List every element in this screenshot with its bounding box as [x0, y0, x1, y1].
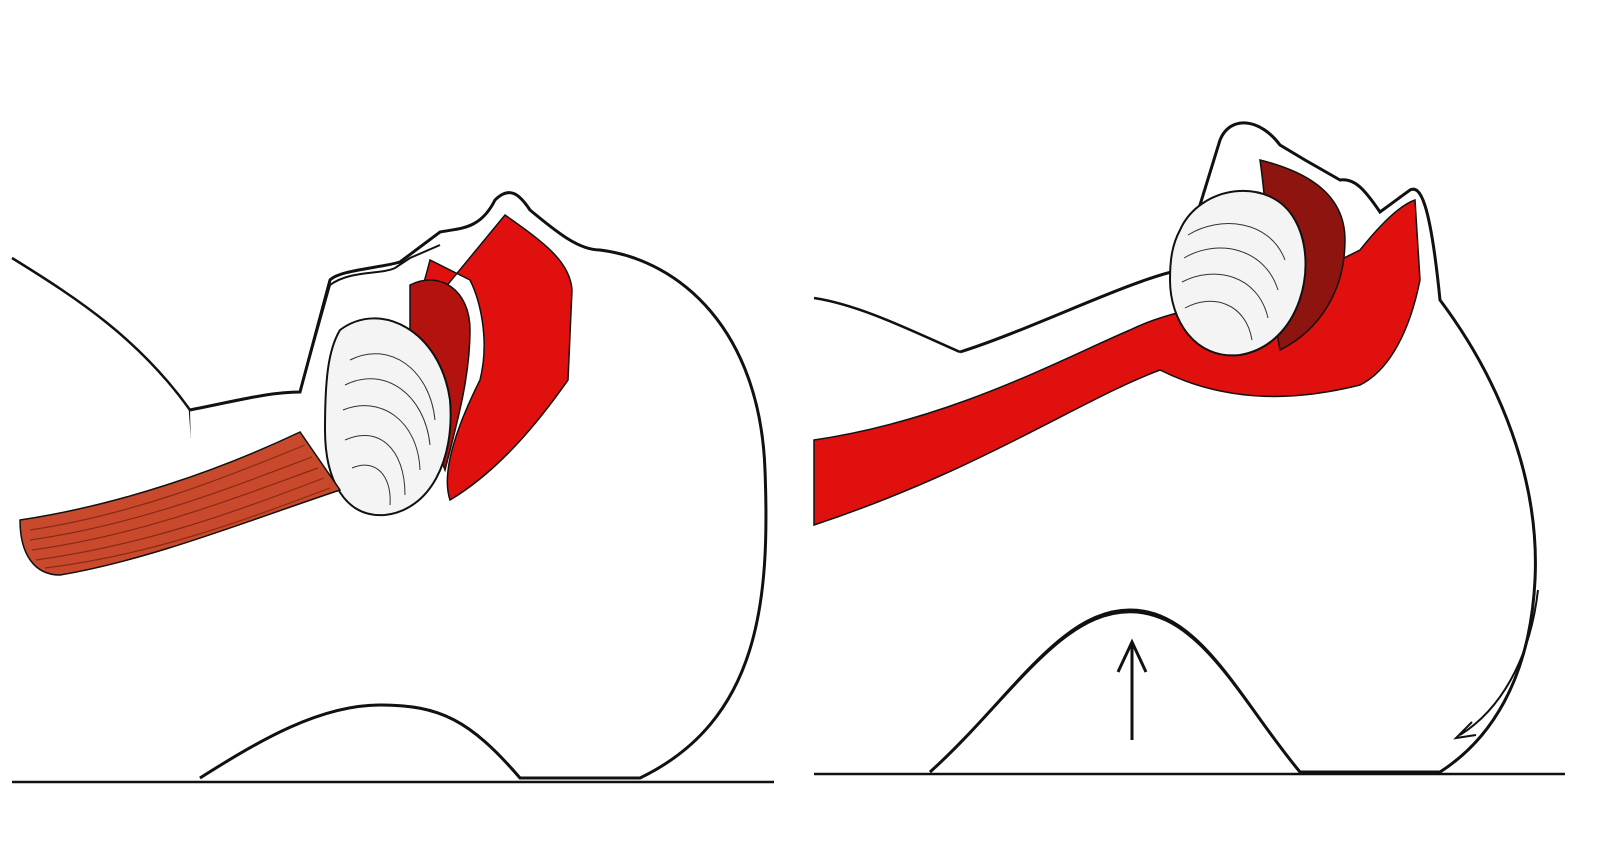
right-panel-supported-position — [800, 0, 1598, 864]
shoulder-outline — [12, 258, 192, 438]
shoulder-outline — [814, 298, 960, 352]
left-panel-flat-position — [0, 0, 800, 864]
